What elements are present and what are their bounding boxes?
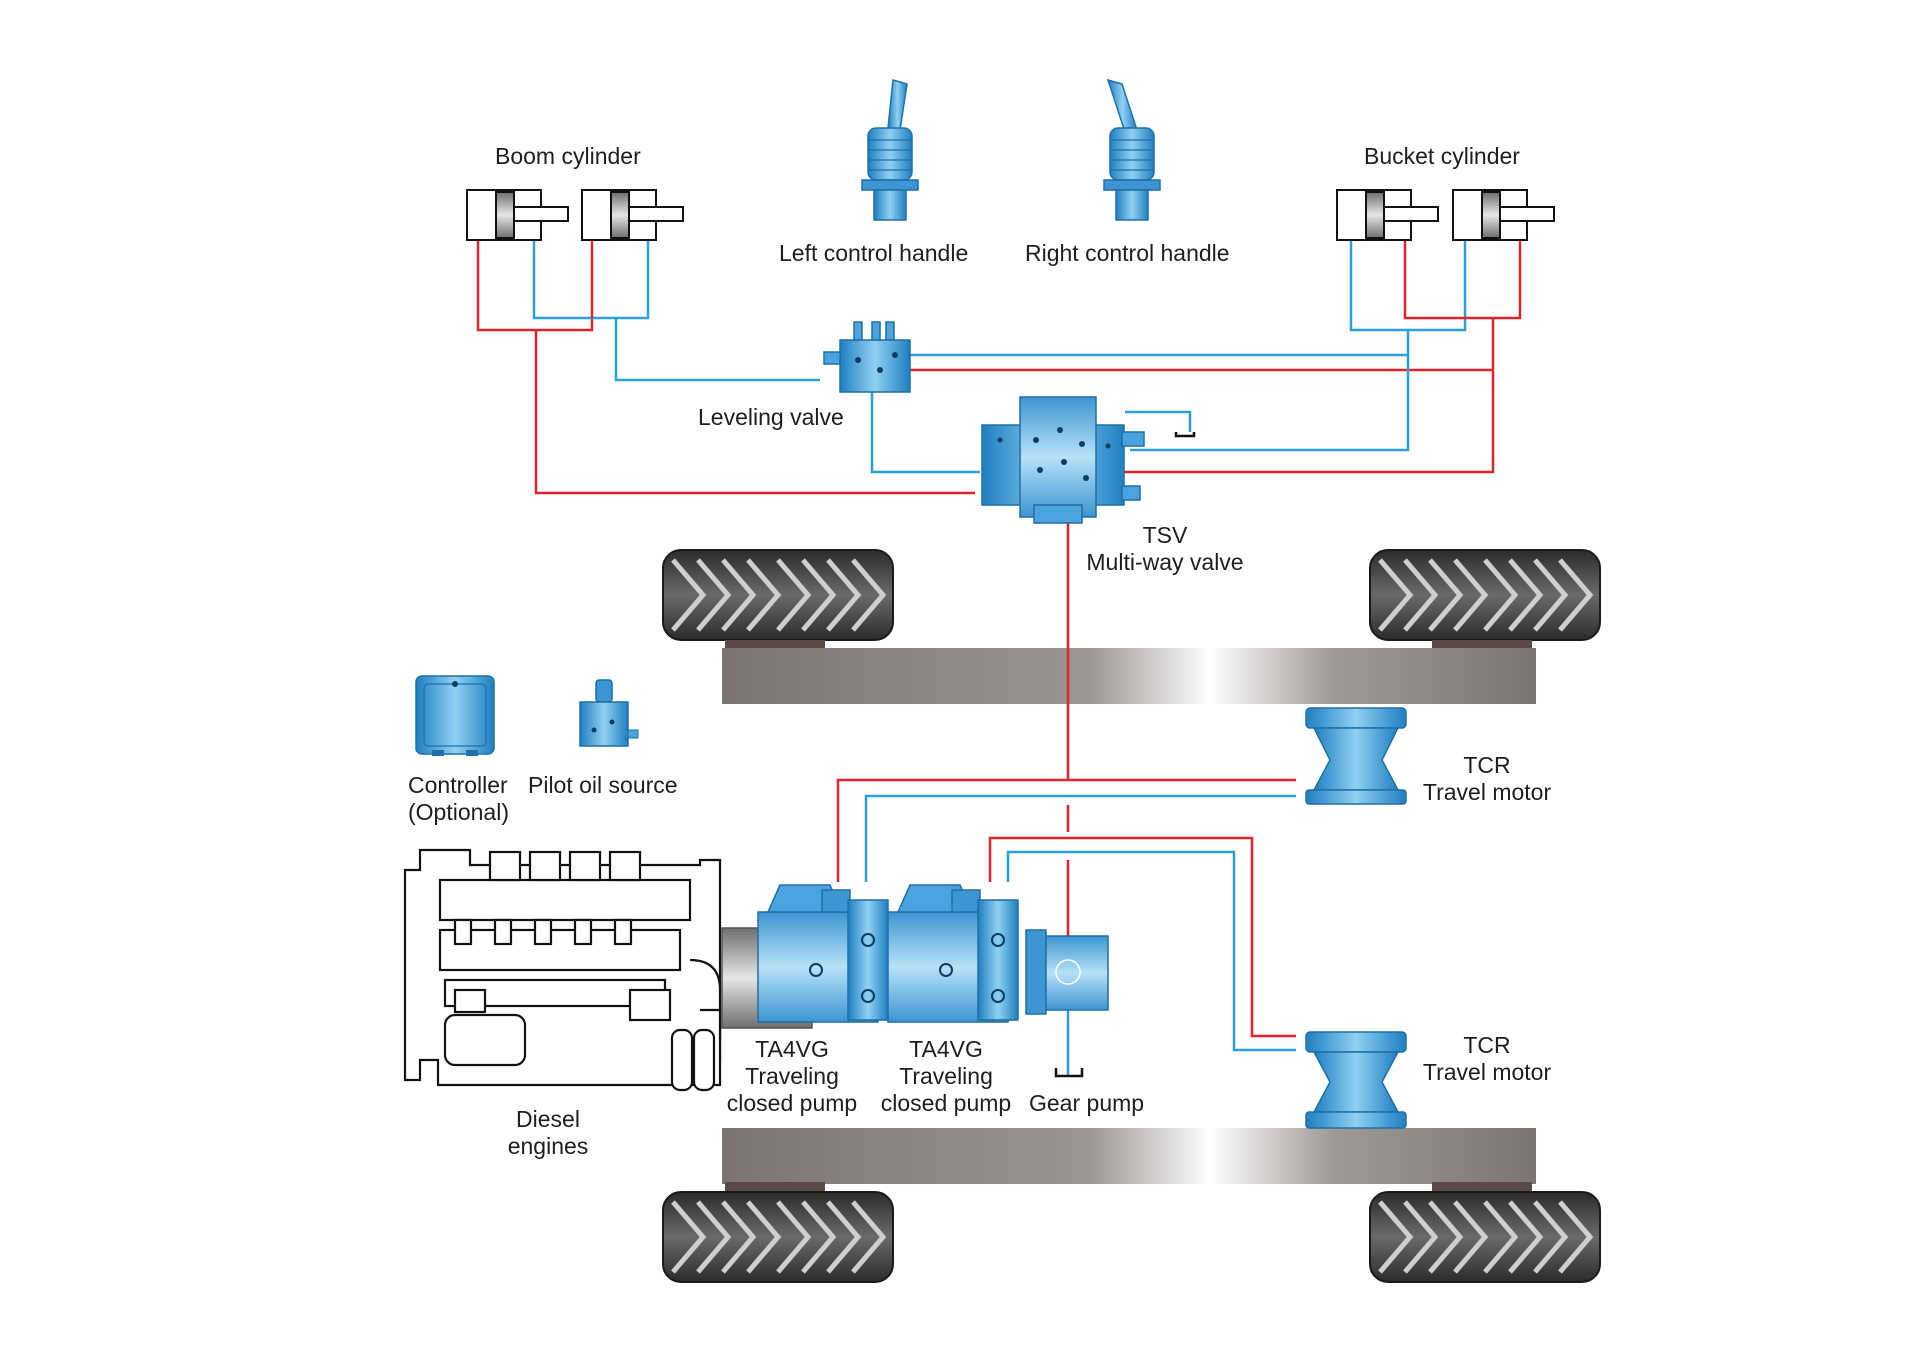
rear-axle bbox=[722, 1128, 1536, 1184]
diesel-engine-icon bbox=[403, 848, 722, 1092]
boom-cylinder-label: Boom cylinder bbox=[495, 143, 641, 169]
engine-label-line1: Diesel bbox=[516, 1106, 580, 1132]
controller-label-line1: Controller bbox=[408, 772, 508, 798]
engine-label-line2: engines bbox=[507, 1133, 589, 1159]
bucket-return-line bbox=[1349, 240, 1467, 332]
travel-motor-bottom-icon bbox=[1305, 1031, 1407, 1129]
pump2-label-line3: closed pump bbox=[880, 1090, 1012, 1116]
boom-cylinder-left bbox=[466, 189, 569, 241]
bucket-cylinder-pair bbox=[1336, 189, 1555, 241]
right-control-handle-icon bbox=[1103, 78, 1161, 221]
rear-axle-assembly bbox=[663, 1128, 1600, 1282]
tsv-label-line2: Multi-way valve bbox=[1086, 549, 1244, 575]
tire-front-left bbox=[663, 550, 893, 640]
controller-label: Controller (Optional) bbox=[408, 772, 509, 826]
tcr-bottom-label-line1: TCR bbox=[1463, 1032, 1511, 1058]
pump2-label-line1: TA4VG bbox=[909, 1036, 983, 1062]
pump1-label-line2: Traveling bbox=[745, 1063, 839, 1089]
tire-rear-left bbox=[663, 1192, 893, 1282]
tcr-top-label-line2: Travel motor bbox=[1422, 779, 1552, 805]
tsv-tank-line bbox=[1125, 410, 1192, 432]
bucket-cylinder-right bbox=[1452, 189, 1555, 241]
bucket-cylinder-left bbox=[1336, 189, 1439, 241]
controller-label-line2: (Optional) bbox=[408, 799, 509, 825]
bucket-to-tsv-return bbox=[1130, 330, 1410, 452]
bucket-pressure-line bbox=[1403, 240, 1522, 320]
pilot-oil-source-icon bbox=[579, 679, 639, 747]
front-axle bbox=[722, 648, 1536, 704]
leveling-to-tsv-line bbox=[870, 392, 980, 474]
tsv-label: TSV Multi-way valve bbox=[1070, 522, 1260, 576]
boom-cylinder-pair bbox=[466, 189, 684, 241]
pump2-to-bottom-motor-return bbox=[1006, 850, 1296, 1052]
gear-pump-tank-symbol bbox=[1054, 1068, 1084, 1078]
boom-main-pressure-line bbox=[534, 330, 975, 495]
pump2-label-line2: Traveling bbox=[899, 1063, 993, 1089]
bucket-to-tsv-pressure bbox=[1090, 318, 1495, 474]
pump1-label-line1: TA4VG bbox=[755, 1036, 829, 1062]
tcr-bottom-label-line2: Travel motor bbox=[1422, 1059, 1552, 1085]
pump1-label-line3: closed pump bbox=[726, 1090, 858, 1116]
tire-front-right bbox=[1370, 550, 1600, 640]
tcr-top-label: TCR Travel motor bbox=[1402, 752, 1572, 806]
pump2-label: TA4VG Traveling closed pump bbox=[866, 1036, 1026, 1117]
left-control-handle-icon bbox=[861, 79, 919, 221]
gear-pump-icon bbox=[1025, 929, 1109, 1015]
leveling-valve-label: Leveling valve bbox=[698, 404, 844, 430]
pump1-to-top-motor-return bbox=[864, 794, 1296, 882]
tsv-tank-symbol bbox=[1174, 432, 1196, 438]
tcr-top-label-line1: TCR bbox=[1463, 752, 1511, 778]
controller-icon bbox=[415, 675, 495, 756]
bucket-cylinder-label: Bucket cylinder bbox=[1364, 143, 1520, 169]
tcr-bottom-label: TCR Travel motor bbox=[1402, 1032, 1572, 1086]
leveling-valve-icon bbox=[823, 321, 911, 393]
gear-pump-label: Gear pump bbox=[1029, 1090, 1145, 1116]
boom-cylinder-right bbox=[581, 189, 684, 241]
ta4vg-pump-1-icon bbox=[757, 884, 889, 1023]
pump2-to-bottom-motor-pressure bbox=[988, 836, 1296, 1038]
travel-motor-top-icon bbox=[1305, 707, 1407, 805]
tire-rear-right bbox=[1370, 1192, 1600, 1282]
right-control-handle-label: Right control handle bbox=[1025, 240, 1230, 266]
ta4vg-pump-2-icon bbox=[887, 884, 1019, 1023]
pump1-to-top-motor-pressure bbox=[836, 778, 1296, 882]
hydraulic-lines bbox=[476, 240, 1522, 1078]
pump1-label: TA4VG Traveling closed pump bbox=[712, 1036, 872, 1117]
tsv-multi-way-valve-icon bbox=[981, 396, 1145, 524]
left-control-handle-label: Left control handle bbox=[779, 240, 969, 266]
tsv-label-line1: TSV bbox=[1142, 522, 1188, 548]
front-axle-assembly bbox=[663, 550, 1600, 704]
diesel-engine-label: Diesel engines bbox=[488, 1106, 608, 1160]
boom-to-leveling-line bbox=[614, 318, 820, 382]
pilot-oil-source-label: Pilot oil source bbox=[528, 772, 678, 798]
